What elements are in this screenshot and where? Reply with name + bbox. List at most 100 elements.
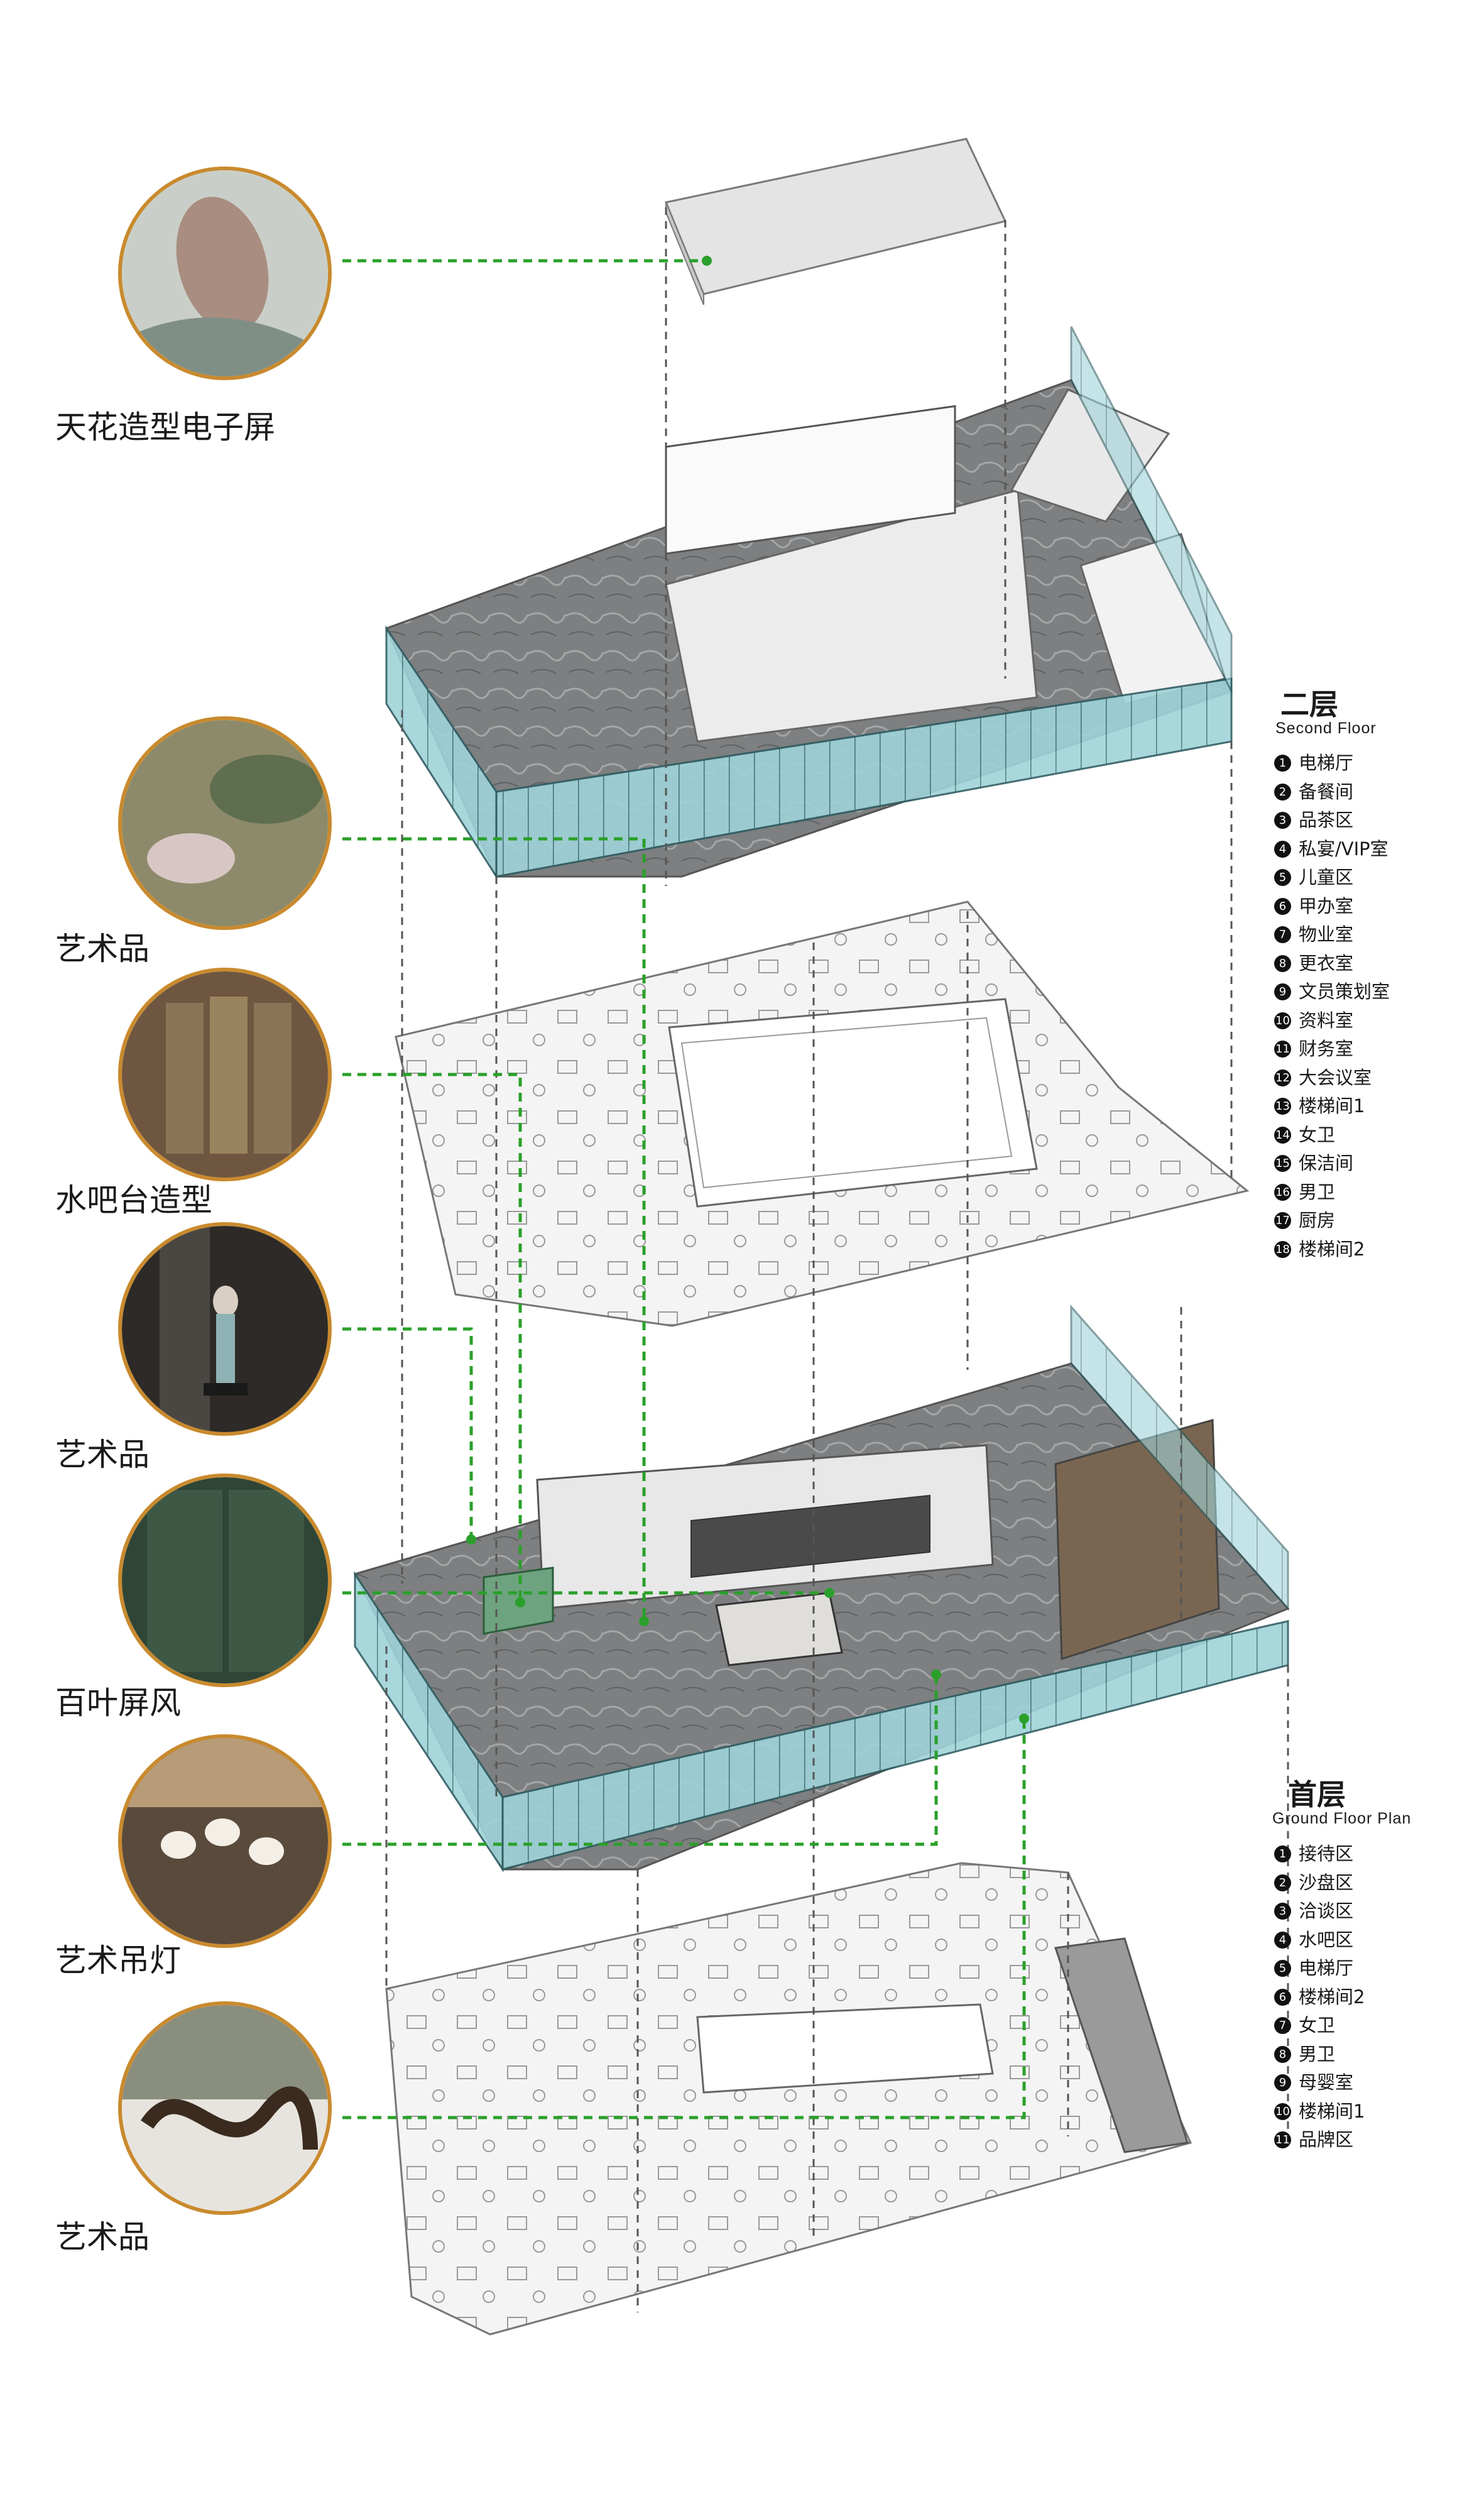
legend-number-badge: 9 [1274, 2074, 1291, 2092]
legend-item: 3 品茶区 [1274, 806, 1390, 835]
ground-floor-legend-subtitle: Ground Floor Plan [1272, 1810, 1412, 1827]
legend-room-label: 私宴/VIP室 [1299, 838, 1389, 860]
legend-number-badge: 8 [1274, 954, 1291, 972]
legend-item: 10 资料室 [1274, 1007, 1390, 1036]
legend-room-label: 品茶区 [1299, 809, 1354, 831]
ground-floor-plan [385, 1862, 1192, 2336]
legend-room-label: 物业室 [1299, 924, 1354, 945]
callout-label-ceiling-screen: 天花造型电子屏 [55, 409, 275, 446]
legend-number-badge: 3 [1274, 812, 1291, 829]
legend-number-badge: 6 [1274, 897, 1291, 915]
legend-number-badge: 15 [1274, 1155, 1291, 1173]
legend-item: 13 楼梯间1 [1274, 1092, 1390, 1121]
legend-item: 5 儿童区 [1274, 863, 1390, 892]
legend-item: 14 女卫 [1274, 1121, 1390, 1150]
legend-room-label: 厨房 [1299, 1210, 1336, 1231]
second-floor-legend-title: 二层 [1280, 687, 1338, 721]
callout-image-figure-sculpture [118, 1222, 332, 1436]
legend-item: 4 水吧区 [1274, 1926, 1365, 1955]
ground-floor-legend-title: 首层 [1288, 1778, 1346, 1812]
legend-room-label: 洽谈区 [1299, 1900, 1354, 1922]
callout-connectors [342, 259, 1026, 2119]
legend-room-label: 楼梯间1 [1299, 2100, 1365, 2122]
ceiling-screen-slab [664, 138, 1007, 305]
legend-item: 7 女卫 [1274, 2011, 1365, 2040]
callout-image-lotus-painting [118, 716, 332, 930]
legend-item: 10 楼梯间1 [1274, 2097, 1365, 2126]
legend-item: 6 楼梯间2 [1274, 1983, 1365, 2012]
legend-item: 8 男卫 [1274, 2040, 1365, 2069]
legend-room-label: 资料室 [1299, 1009, 1354, 1031]
callout-label-figure-sculpture: 艺术品 [55, 1436, 150, 1473]
legend-item: 7 物业室 [1274, 921, 1390, 949]
callout-image-ribbon-sculpture [118, 2001, 332, 2215]
legend-item: 4 私宴/VIP室 [1274, 835, 1390, 864]
legend-room-label: 品牌区 [1299, 2129, 1354, 2150]
legend-room-label: 楼梯间2 [1299, 1238, 1365, 1260]
callout-label-louver-screen: 百叶屏风 [55, 1685, 181, 1721]
alignment-guides [385, 207, 1289, 2312]
legend-number-badge: 5 [1274, 869, 1291, 887]
legend-room-label: 男卫 [1299, 2043, 1336, 2065]
callout-image-louver-screen [118, 1474, 332, 1687]
legend-number-badge: 4 [1274, 840, 1291, 858]
legend-room-label: 沙盘区 [1299, 1871, 1354, 1893]
legend-room-label: 楼梯间2 [1299, 1986, 1365, 2008]
legend-room-label: 楼梯间1 [1299, 1095, 1365, 1117]
legend-room-label: 女卫 [1299, 1124, 1336, 1146]
legend-room-label: 接待区 [1299, 1843, 1354, 1864]
legend-number-badge: 2 [1274, 783, 1291, 801]
legend-number-badge: 10 [1274, 1012, 1291, 1029]
legend-item: 11 品牌区 [1274, 2126, 1365, 2155]
legend-item: 1 接待区 [1274, 1840, 1365, 1869]
callout-image-pendant-lamp [118, 1734, 332, 1948]
ground-floor-model [353, 1304, 1290, 1873]
callout-label-pendant-lamp: 艺术吊灯 [55, 1942, 181, 1979]
legend-item: 18 楼梯间2 [1274, 1235, 1390, 1264]
legend-room-label: 儿童区 [1299, 867, 1354, 888]
legend-number-badge: 8 [1274, 2045, 1291, 2063]
second-floor-model [385, 326, 1233, 880]
legend-number-badge: 9 [1274, 983, 1291, 1001]
legend-room-label: 电梯厅 [1299, 752, 1354, 774]
legend-number-badge: 18 [1274, 1240, 1291, 1258]
callout-label-lotus-painting: 艺术品 [55, 931, 150, 967]
legend-number-badge: 11 [1274, 2131, 1291, 2149]
legend-room-label: 水吧区 [1299, 1928, 1354, 1950]
callout-endpoints [466, 256, 1029, 1724]
legend-number-badge: 10 [1274, 2103, 1291, 2120]
callout-label-ribbon-sculpture: 艺术品 [55, 2219, 150, 2255]
legend-room-label: 电梯厅 [1299, 1957, 1354, 1979]
legend-number-badge: 1 [1274, 1846, 1291, 1863]
legend-number-badge: 16 [1274, 1183, 1291, 1201]
legend-number-badge: 3 [1274, 1903, 1291, 1920]
legend-number-badge: 7 [1274, 2017, 1291, 2035]
legend-number-badge: 14 [1274, 1126, 1291, 1144]
legend-item: 17 厨房 [1274, 1206, 1390, 1235]
legend-number-badge: 4 [1274, 1931, 1291, 1949]
callout-image-water-bar [118, 968, 332, 1181]
legend-number-badge: 6 [1274, 1988, 1291, 2006]
legend-item: 15 保洁间 [1274, 1149, 1390, 1178]
legend-item: 3 洽谈区 [1274, 1897, 1365, 1926]
legend-room-label: 男卫 [1299, 1181, 1336, 1203]
legend-number-badge: 12 [1274, 1069, 1291, 1086]
legend-number-badge: 11 [1274, 1041, 1291, 1058]
legend-number-badge: 7 [1274, 926, 1291, 944]
legend-room-label: 女卫 [1299, 2015, 1336, 2036]
legend-number-badge: 1 [1274, 755, 1291, 772]
callout-image-ceiling-screen [118, 167, 332, 380]
legend-number-badge: 13 [1274, 1098, 1291, 1115]
legend-number-badge: 17 [1274, 1212, 1291, 1230]
legend-room-label: 保洁间 [1299, 1152, 1354, 1174]
